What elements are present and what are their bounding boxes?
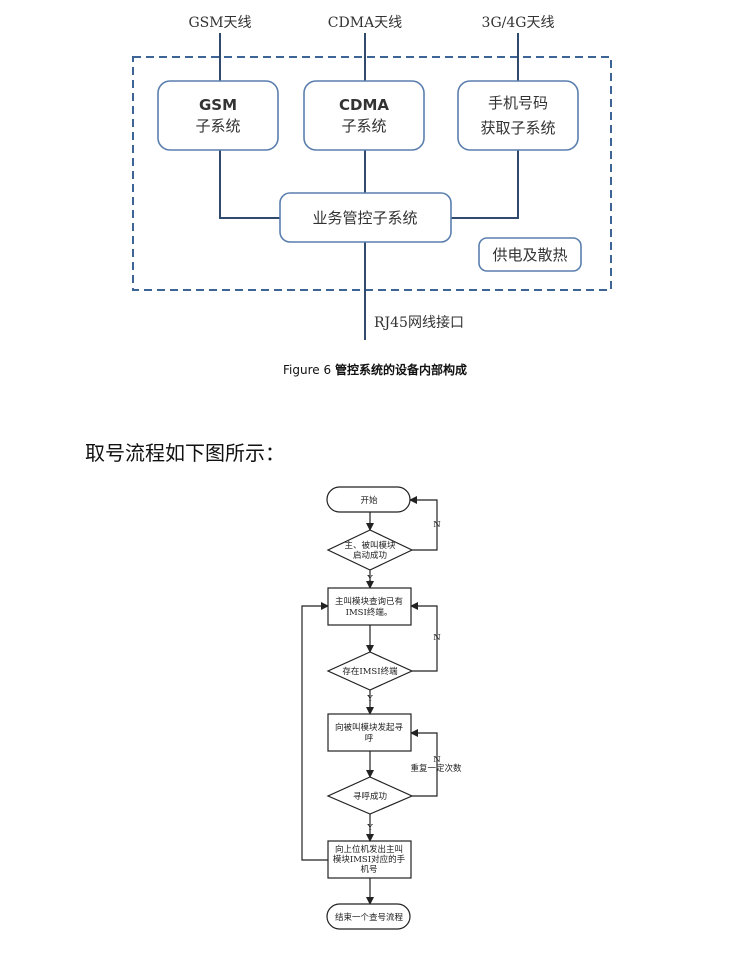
figure-title: 管控系统的设备内部构成 <box>334 363 467 377</box>
cdma-antenna-label: CDMA天线 <box>328 15 402 31</box>
connection-lines <box>219 33 519 340</box>
power-label: 供电及散热 <box>492 246 567 264</box>
svg-text:主叫模块查询已有: 主叫模块查询已有 <box>335 596 403 607</box>
gsm-subsystem-box: GSM 子系统 <box>157 80 279 151</box>
svg-text:主、被叫模块: 主、被叫模块 <box>344 540 396 551</box>
gsm-title: GSM <box>199 96 237 114</box>
3g4g-antenna-label: 3G/4G天线 <box>482 15 555 31</box>
svg-text:寻呼成功: 寻呼成功 <box>353 791 387 802</box>
svg-text:开始: 开始 <box>360 495 378 506</box>
svg-text:呼: 呼 <box>365 733 374 744</box>
no-label: N <box>433 633 441 643</box>
yes-label: Y <box>366 694 373 704</box>
start-terminal: 开始 <box>326 486 411 513</box>
svg-text:机号: 机号 <box>360 864 377 875</box>
gsm-subtitle: 子系统 <box>195 117 240 135</box>
phone-title: 手机号码 <box>488 94 548 112</box>
power-cooling-box: 供电及散热 <box>478 237 582 272</box>
svg-text:IMSI终端。: IMSI终端。 <box>346 607 393 618</box>
figure-caption: Figure 6 管控系统的设备内部构成 <box>0 361 750 378</box>
device-enclosure <box>132 56 612 291</box>
intro-text: 取号流程如下图所示： <box>85 441 285 465</box>
figure-number: Figure 6 <box>283 363 332 377</box>
no-label: N <box>433 520 441 530</box>
yes-label: Y <box>366 823 373 833</box>
cdma-subsystem-box: CDMA 子系统 <box>303 80 425 151</box>
decision-modules-started: 主、被叫模块 启动成功 <box>326 529 414 571</box>
flowchart: 开始 主、被叫模块 启动成功 主叫模块查询已有 IMSI终端。 存在IMSI终端… <box>301 486 462 930</box>
phone-number-subsystem-box: 手机号码 获取子系统 <box>457 80 579 151</box>
decision-paging-success: 寻呼成功 <box>326 776 414 815</box>
decision-imsi-exists: 存在IMSI终端 <box>326 651 414 691</box>
process-page-callee: 向被叫模块发起寻 呼 <box>327 713 412 752</box>
cdma-subtitle: 子系统 <box>341 117 386 135</box>
phone-subtitle: 获取子系统 <box>480 119 555 137</box>
yes-label: Y <box>366 574 373 584</box>
no-label: N <box>433 755 441 765</box>
svg-text:向被叫模块发起寻: 向被叫模块发起寻 <box>335 722 404 733</box>
svg-text:向上位机发出主叫: 向上位机发出主叫 <box>335 844 403 855</box>
rj45-label: RJ45网线接口 <box>374 314 464 331</box>
svg-text:启动成功: 启动成功 <box>353 550 387 561</box>
retry-label: 重复一定次数 <box>410 763 462 774</box>
control-label: 业务管控子系统 <box>312 209 417 227</box>
svg-text:存在IMSI终端: 存在IMSI终端 <box>342 666 398 677</box>
process-query-imsi: 主叫模块查询已有 IMSI终端。 <box>327 587 412 626</box>
end-terminal: 结束一个查号流程 <box>326 903 411 930</box>
svg-text:结束一个查号流程: 结束一个查号流程 <box>335 912 404 923</box>
cdma-title: CDMA <box>339 96 389 114</box>
svg-text:模块IMSI对应的手: 模块IMSI对应的手 <box>333 854 406 865</box>
control-subsystem-box: 业务管控子系统 <box>279 192 452 243</box>
gsm-antenna-label: GSM天线 <box>188 15 251 31</box>
process-send-number: 向上位机发出主叫 模块IMSI对应的手 机号 <box>327 840 412 879</box>
